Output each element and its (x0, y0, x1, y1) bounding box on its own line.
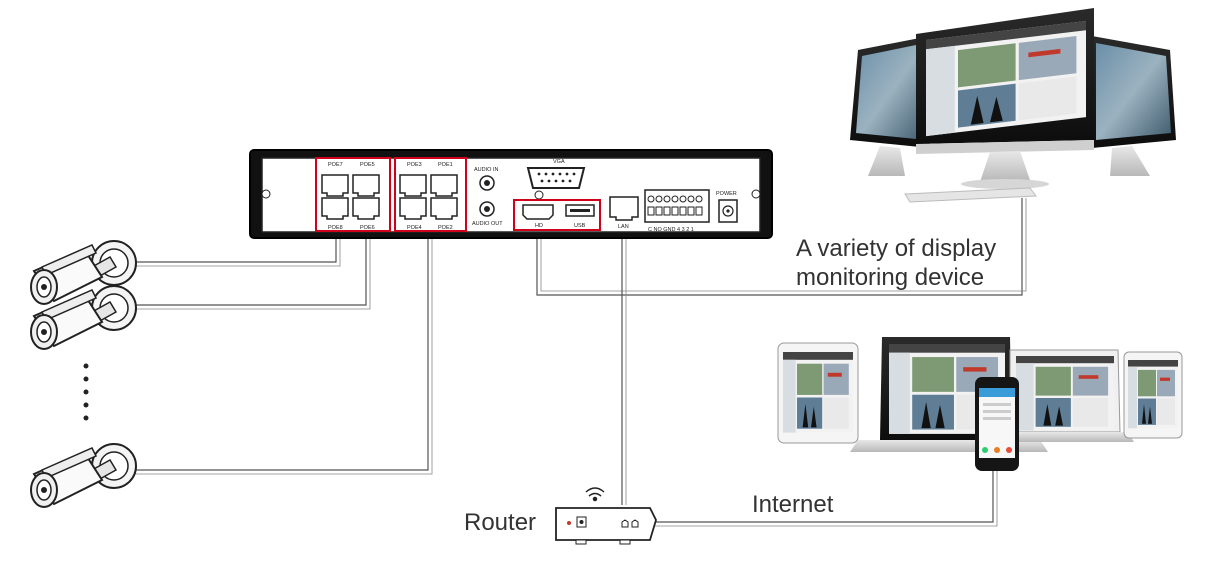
mobile-devices (777, 337, 1183, 471)
poe2-label: POE2 (438, 225, 453, 231)
hdmi-cable (536, 198, 1027, 296)
lan-label: LAN (618, 224, 629, 230)
lan-port (609, 196, 639, 221)
poe8-label: POE8 (328, 225, 343, 231)
internet-cable (655, 470, 998, 527)
router-label: Router (464, 509, 536, 536)
poe5-label: POE5 (360, 162, 375, 168)
nvr-recorder: POE7 POE5 POE3 POE1 POE8 POE6 POE4 POE2 … (249, 149, 773, 239)
usb-label: USB (574, 223, 586, 229)
router-led (567, 521, 571, 525)
alarm-label: C NO GND 4 3 2 1 (648, 227, 694, 233)
hd-usb-highlight (513, 199, 601, 231)
poe1-label: POE1 (438, 162, 453, 168)
camera-cables (134, 232, 433, 475)
router (555, 487, 657, 545)
poe-group-b-highlight (394, 157, 467, 232)
hd-label: HD (535, 223, 543, 229)
wifi-icon (585, 487, 605, 502)
poe3-label: POE3 (407, 162, 422, 168)
desktop-monitors (850, 8, 1176, 203)
poe4-label: POE4 (407, 225, 422, 231)
poe-group-a-highlight (315, 157, 391, 232)
ellipsis-dots (83, 363, 89, 421)
lan-cable (621, 225, 627, 505)
display-devices-label-line2: monitoring device (796, 264, 984, 291)
vga-label: VGA (553, 159, 565, 165)
poe7-label: POE7 (328, 162, 343, 168)
poe6-label: POE6 (360, 225, 375, 231)
hdmi-port (522, 204, 554, 220)
display-devices-label-line1: A variety of display (796, 235, 996, 262)
alarm-terminal (644, 189, 710, 223)
audio-in-label: AUDIO IN (474, 167, 498, 173)
internet-label: Internet (752, 491, 834, 518)
audio-out-label: AUDIO OUT (472, 221, 503, 227)
poe-ports (321, 174, 458, 220)
vga-port (526, 167, 586, 189)
power-label: POWER (716, 191, 737, 197)
ip-camera-3 (30, 443, 137, 508)
